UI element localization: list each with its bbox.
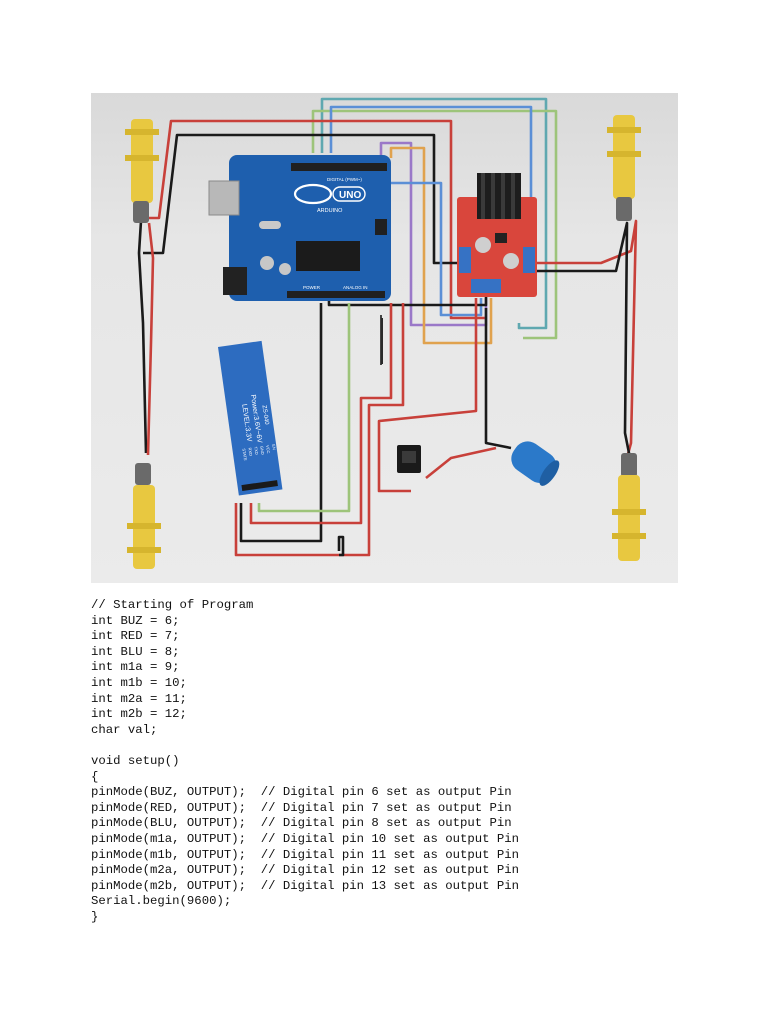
wiring-diagram: ARDUINO UNO DIGITAL (PWM~) POWER ANALOG …: [125, 97, 646, 569]
wire-red-bt2: [249, 303, 393, 525]
power-label: POWER: [303, 285, 321, 290]
wire-black-bt: [239, 303, 323, 543]
code-line: }: [91, 909, 99, 924]
code-line: pinMode(m2b, OUTPUT); // Digital pin 13 …: [91, 878, 520, 893]
arduino-uno-board: ARDUINO UNO DIGITAL (PWM~) POWER ANALOG …: [208, 155, 391, 301]
wire-black-right: [535, 221, 633, 464]
code-line: pinMode(RED, OUTPUT); // Digital pin 7 s…: [91, 800, 512, 815]
analog-label: ANALOG IN: [343, 285, 368, 290]
battery: [511, 441, 560, 486]
code-line: int BLU = 8;: [91, 644, 180, 659]
analog-header: [287, 291, 385, 298]
bt-pin-label-rxd: RXD: [247, 447, 253, 456]
capacitor: [260, 256, 274, 270]
wiring-diagram-figure: ARDUINO UNO DIGITAL (PWM~) POWER ANALOG …: [91, 93, 678, 583]
code-line: Serial.begin(9600);: [91, 894, 232, 909]
motor-bottom-left: [127, 463, 161, 569]
code-line-blank: [91, 738, 519, 754]
code-line: int RED = 7;: [91, 629, 180, 644]
code-line: int m1a = 9;: [91, 660, 180, 675]
motor-top-right: [607, 115, 641, 221]
wire-red-bt: [234, 303, 405, 557]
wire-red-right: [535, 219, 638, 466]
code-line: int m1b = 10;: [91, 675, 187, 690]
wires: [137, 97, 638, 557]
code-line: pinMode(m1b, OUTPUT); // Digital pin 11 …: [91, 847, 520, 862]
arduino-uno-label: UNO: [339, 190, 361, 201]
digital-header: [291, 163, 387, 171]
motor-top-left: [125, 119, 159, 223]
terminal-right: [523, 247, 535, 273]
crystal: [259, 221, 281, 229]
code-line: {: [91, 769, 99, 784]
jumper-lead: [381, 318, 383, 364]
code-line: pinMode(m1a, OUTPUT); // Digital pin 10 …: [91, 831, 520, 846]
arduino-logo-icon: [293, 183, 333, 205]
usb-port: [208, 180, 240, 216]
atmega-chip: [296, 241, 360, 271]
bluetooth-module: LEVEL:3.3V Power:3.6V~6V ZS-040 STATE RX…: [218, 340, 283, 496]
capacitor-2: [279, 263, 291, 275]
wire-green-top: [311, 109, 558, 340]
wire-red-batt: [425, 446, 497, 480]
code-line: // Starting of Program: [91, 598, 254, 612]
wire-black-top: [143, 133, 463, 265]
code-line: int BUZ = 6;: [91, 613, 180, 628]
digital-header-label: DIGITAL (PWM~): [327, 177, 362, 182]
wire-red-left: [146, 222, 155, 456]
motor-driver-board: [457, 173, 537, 297]
wire-blue-top: [329, 105, 533, 203]
icsp-header: [375, 219, 387, 235]
arduino-brand: ARDUINO: [317, 208, 343, 214]
power-jack: [223, 267, 247, 295]
code-line: int m2b = 12;: [91, 707, 187, 722]
wire-green-bt: [257, 303, 351, 513]
code-line: int m2a = 11;: [91, 691, 187, 706]
bt-pin-label-state: STATE: [241, 448, 248, 461]
wire-red-top: [139, 119, 486, 320]
code-line: pinMode(BUZ, OUTPUT); // Digital pin 6 s…: [91, 785, 512, 800]
wire-black-left: [137, 220, 148, 454]
code-line: char val;: [91, 722, 158, 737]
terminal-left: [459, 247, 471, 273]
terminal-power: [471, 279, 501, 293]
wire-teal-top: [320, 97, 548, 330]
bt-pin-label-en: EN: [271, 444, 277, 450]
bt-pin-label-txd: TXD: [253, 446, 259, 455]
power-switch: [397, 445, 421, 473]
wire-black-batt: [484, 308, 512, 450]
code-line: pinMode(BLU, OUTPUT); // Digital pin 8 s…: [91, 816, 512, 831]
wire-orange: [389, 146, 493, 345]
bt-label-model: ZS-040: [261, 405, 270, 426]
wire-black-small: [337, 535, 345, 557]
code-line: void setup(): [91, 753, 180, 768]
code-line: pinMode(m2a, OUTPUT); // Digital pin 12 …: [91, 863, 520, 878]
bt-pin-label-vcc: VCC: [265, 445, 271, 454]
motor-bottom-right: [612, 453, 646, 561]
bt-pin-label-gnd: GND: [259, 446, 265, 456]
wire-red-switch: [377, 298, 478, 493]
